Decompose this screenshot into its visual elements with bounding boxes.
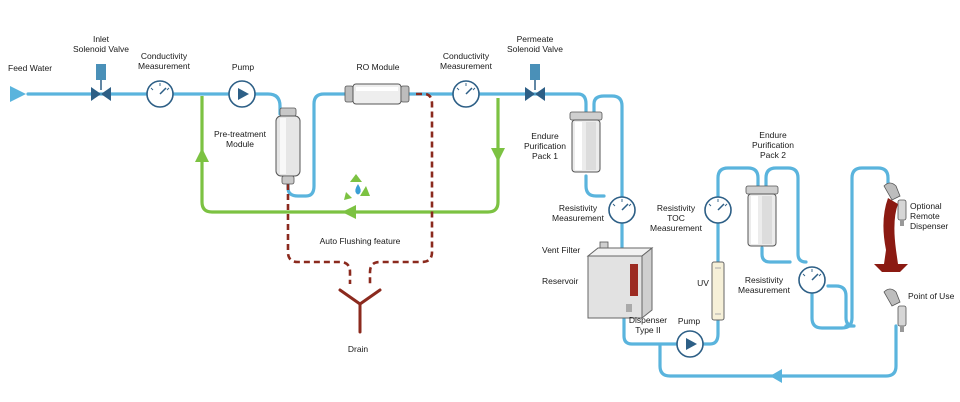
label-permeate-2: Solenoid Valve <box>507 44 563 54</box>
label-conductivity-2b: Measurement <box>440 61 493 71</box>
resistivity-gauge-2-icon <box>798 266 826 294</box>
label-ro-module: RO Module <box>357 62 400 72</box>
label-endure1-3: Pack 1 <box>532 151 558 161</box>
label-dispenser-2: Type II <box>635 325 661 335</box>
label-auto-flush: Auto Flushing feature <box>320 236 401 246</box>
label-resistivity2-1: Resistivity <box>745 275 784 285</box>
drain-line-ro <box>368 92 434 284</box>
recirc-arrow-left <box>342 205 356 219</box>
drain-funnel <box>338 288 382 334</box>
label-endure1-2: Purification <box>524 141 566 151</box>
resistivity2-out-pipe <box>810 166 890 330</box>
endure1-loop-pipe <box>592 94 624 198</box>
pretreatment-cartridge-icon <box>275 107 301 185</box>
reservoir-icon <box>586 241 654 320</box>
inlet-solenoid-valve-icon <box>91 64 111 101</box>
conductivity-gauge-1-icon <box>146 80 174 108</box>
endure-pack-1-icon <box>569 111 603 173</box>
label-resistivity2-2: Measurement <box>738 285 791 295</box>
resistivity-gauge-1-icon <box>608 196 636 224</box>
label-drain: Drain <box>348 344 369 354</box>
label-conductivity-2a: Conductivity <box>443 51 490 61</box>
to-dispenser-pipe <box>826 284 856 328</box>
label-endure2-3: Pack 2 <box>760 150 786 160</box>
toc-gauge-icon <box>704 196 732 224</box>
drain-line-pretreat <box>286 184 352 284</box>
label-toc-2: TOC <box>667 213 685 223</box>
feed-pipe <box>26 92 282 116</box>
label-uv: UV <box>697 278 709 288</box>
label-pretreat-1: Pre-treatment <box>214 129 267 139</box>
label-toc-1: Resistivity <box>657 203 696 213</box>
permeate-solenoid-valve-icon <box>525 64 545 101</box>
label-permeate-1: Permeate <box>517 34 554 44</box>
label-pump-bottom: Pump <box>678 316 700 326</box>
endure2-loop-pipe <box>764 166 808 264</box>
label-optional-3: Dispenser <box>910 221 948 231</box>
uv-lamp-icon <box>711 261 725 321</box>
label-conductivity-1b: Measurement <box>138 61 191 71</box>
return-flow-arrow-icon <box>770 369 782 383</box>
label-vent-filter: Vent Filter <box>542 245 580 255</box>
pump-bottom-icon <box>676 330 704 358</box>
label-optional-2: Remote <box>910 211 940 221</box>
label-optional-1: Optional <box>910 201 942 211</box>
pump-to-uv-pipe <box>700 166 760 346</box>
conductivity-gauge-2-icon <box>452 80 480 108</box>
label-inlet-valve-2: Solenoid Valve <box>73 44 129 54</box>
recycle-icon <box>344 174 372 202</box>
reservoir-out-pipe <box>622 308 680 346</box>
label-inlet-valve-1: Inlet <box>93 34 110 44</box>
recirc-arrow-up <box>195 148 209 162</box>
label-conductivity-1a: Conductivity <box>141 51 188 61</box>
feed-inlet-triangle-icon <box>10 86 26 102</box>
ro-module-icon <box>344 83 410 105</box>
pretreat-to-ro-pipe <box>286 92 347 198</box>
label-toc-3: Measurement <box>650 223 703 233</box>
label-endure1-1: Endure <box>531 131 559 141</box>
optional-remote-dispenser-icon <box>874 182 908 272</box>
label-feed-water: Feed Water <box>8 63 52 73</box>
label-pump-top: Pump <box>232 62 254 72</box>
label-reservoir: Reservoir <box>542 276 579 286</box>
label-dispenser-1: Dispenser <box>629 315 667 325</box>
label-resistivity1-2: Measurement <box>552 213 605 223</box>
label-endure2-1: Endure <box>759 130 787 140</box>
label-endure2-2: Purification <box>752 140 794 150</box>
label-pretreat-2: Module <box>226 139 254 149</box>
endure2-bottom-pipe <box>760 246 792 264</box>
endure-pack-2-icon <box>745 185 779 247</box>
ro-to-permeate-pipe <box>406 92 588 114</box>
pump-top-icon <box>228 80 256 108</box>
endure1-bottom-pipe <box>584 174 606 198</box>
label-point-of-use: Point of Use <box>908 291 955 301</box>
recirc-arrow-down <box>491 148 505 162</box>
label-resistivity1-1: Resistivity <box>559 203 598 213</box>
point-of-use-dispenser-icon <box>883 288 907 332</box>
